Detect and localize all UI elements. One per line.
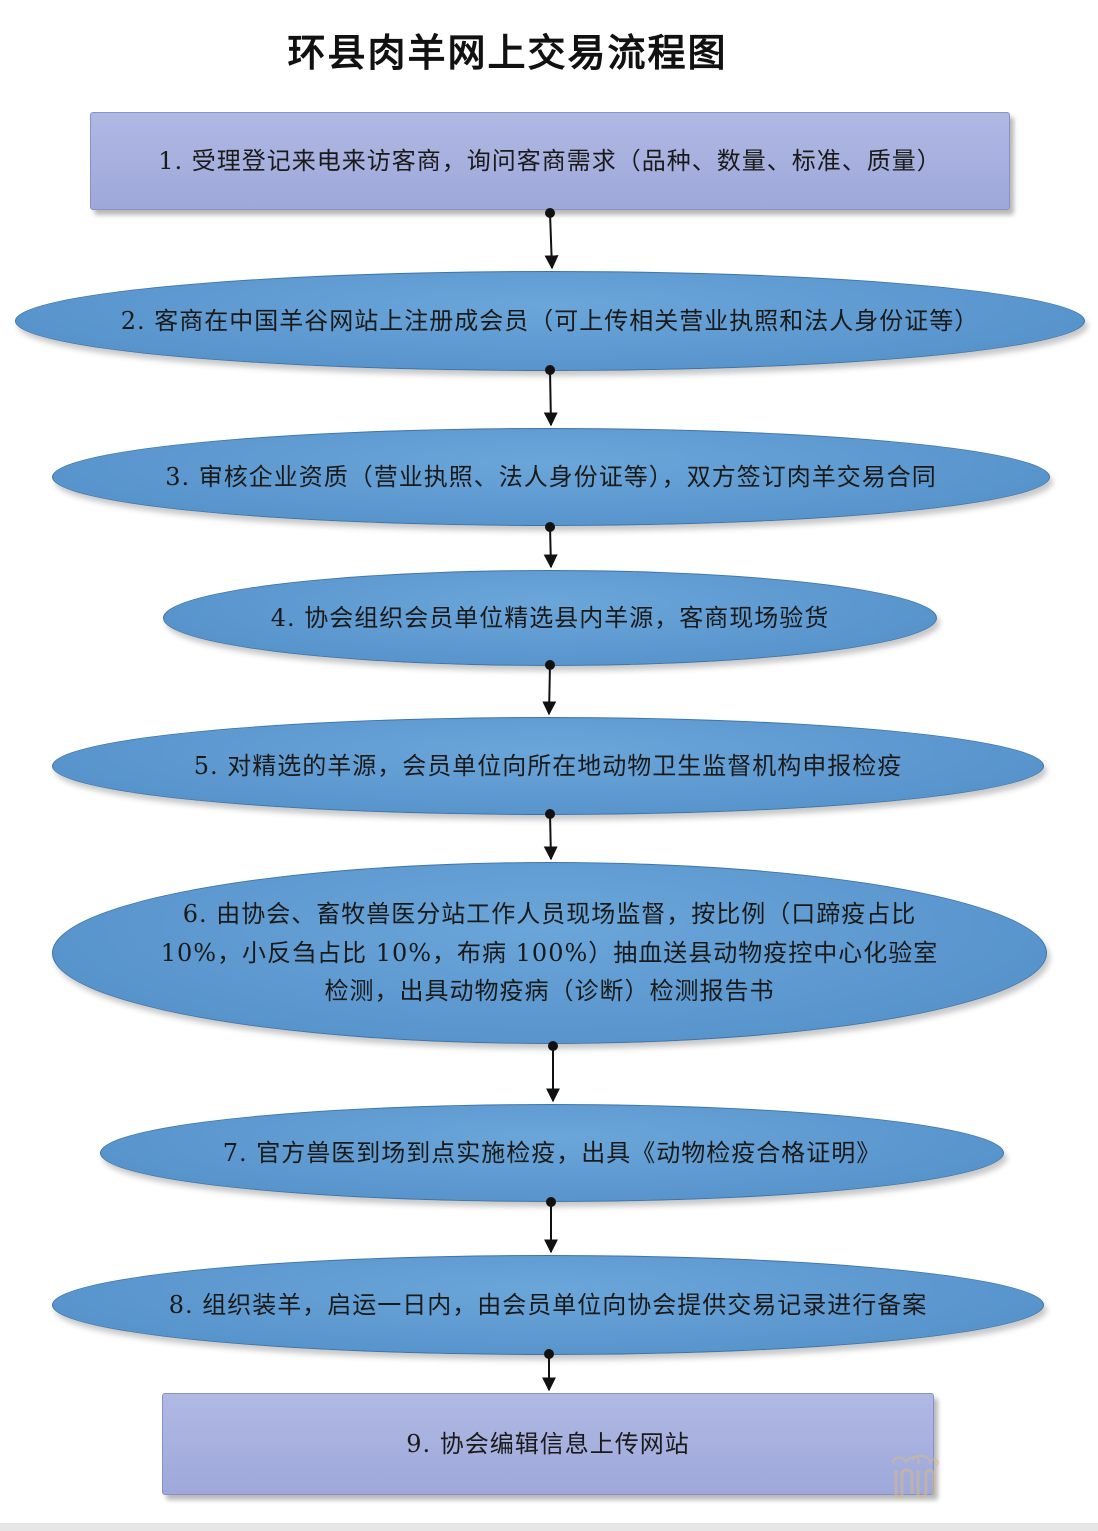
connector-arrow — [543, 369, 558, 427]
connector-arrow — [543, 526, 558, 569]
connector-2-3 — [543, 365, 558, 427]
step-3-label: 3. 审核企业资质（营业执照、法人身份证等），双方签订肉羊交易合同 — [165, 462, 937, 491]
step-5-ellipse: 5. 对精选的羊源，会员单位向所在地动物卫生监督机构申报检疫 — [52, 717, 1044, 815]
step-8-label: 8. 组织装羊，启运一日内，由会员单位向协会提供交易记录进行备案 — [168, 1290, 928, 1319]
step-6-ellipse: 6. 由协会、畜牧兽医分站工作人员现场监督，按比例（口蹄疫占比 10%，小反刍占… — [52, 862, 1047, 1044]
connector-3-4 — [543, 522, 558, 569]
step-7-label: 7. 官方兽医到场到点实施检疫，出具《动物检疫合格证明》 — [222, 1138, 882, 1167]
step-9-box: 9. 协会编辑信息上传网站 — [162, 1393, 934, 1495]
watermark-logo-icon — [892, 1454, 940, 1499]
connector-1-2 — [544, 208, 559, 270]
connector-arrow — [542, 664, 557, 716]
connector-arrow — [543, 813, 558, 861]
step-1-label: 1. 受理登记来电来访客商，询问客商需求（品种、数量、标准、质量） — [158, 146, 942, 175]
connector-6-7 — [546, 1041, 560, 1103]
step-9-label: 9. 协会编辑信息上传网站 — [406, 1429, 690, 1458]
step-8-ellipse: 8. 组织装羊，启运一日内，由会员单位向协会提供交易记录进行备案 — [52, 1255, 1044, 1355]
step-4-ellipse: 4. 协会组织会员单位精选县内羊源，客商现场验货 — [163, 570, 937, 666]
step-6-label: 6. 由协会、畜牧兽医分站工作人员现场监督，按比例（口蹄疫占比 10%，小反刍占… — [160, 899, 939, 1006]
connector-arrow — [544, 212, 559, 270]
step-7-ellipse: 7. 官方兽医到场到点实施检疫，出具《动物检疫合格证明》 — [100, 1104, 1004, 1202]
page-title: 环县肉羊网上交易流程图 — [287, 31, 728, 75]
connector-4-5 — [542, 660, 557, 716]
page-bottom-divider — [0, 1523, 1098, 1531]
step-2-ellipse: 2. 客商在中国羊谷网站上注册成会员（可上传相关营业执照和法人身份证等） — [15, 271, 1085, 371]
step-5-label: 5. 对精选的羊源，会员单位向所在地动物卫生监督机构申报检疫 — [193, 751, 903, 780]
step-1-box: 1. 受理登记来电来访客商，询问客商需求（品种、数量、标准、质量） — [90, 112, 1010, 210]
step-3-ellipse: 3. 审核企业资质（营业执照、法人身份证等），双方签订肉羊交易合同 — [52, 428, 1050, 526]
step-2-label: 2. 客商在中国羊谷网站上注册成会员（可上传相关营业执照和法人身份证等） — [120, 306, 980, 335]
connector-5-6 — [543, 809, 558, 861]
connector-7-8 — [544, 1197, 558, 1254]
step-4-label: 4. 协会组织会员单位精选县内羊源，客商现场验货 — [270, 603, 830, 632]
connector-8-9 — [542, 1349, 556, 1392]
